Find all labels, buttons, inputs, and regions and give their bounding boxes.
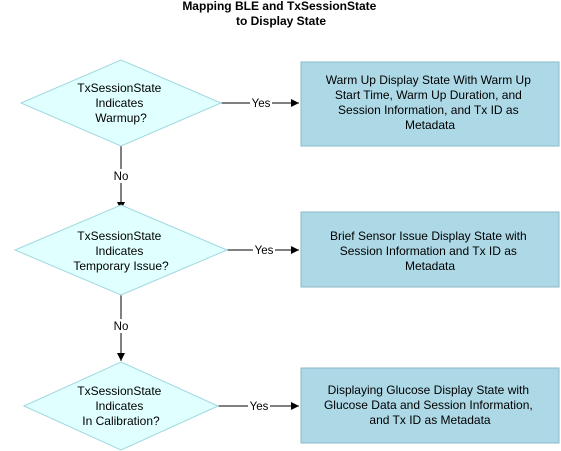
outcome-glucose-display-state: Displaying Glucose Display State with Gl… xyxy=(300,367,560,444)
decision-temporary-issue-shape xyxy=(13,204,229,296)
edge-label-temporary-issue-no: No xyxy=(114,321,129,333)
decision-temporary-issue: TxSessionState Indicates Temporary Issue… xyxy=(13,204,229,296)
edges: Yes No Yes No Yes xyxy=(112,96,299,413)
outcome-brief-sensor-issue-display-state: Brief Sensor Issue Display State with Se… xyxy=(300,211,560,288)
outcome-brief-sensor-issue-display-state-shape xyxy=(300,211,560,288)
outcome-glucose-display-state-label: Displaying Glucose Display State with Gl… xyxy=(324,383,536,427)
decision-warmup-shape xyxy=(19,59,223,147)
edge-label-in-calibration-yes: Yes xyxy=(250,401,269,413)
outcome-glucose-display-state-shape xyxy=(300,367,560,444)
outcome-warm-up-display-state: Warm Up Display State With Warm Up Start… xyxy=(300,61,560,147)
decision-warmup: TxSessionState Indicates Warmup? xyxy=(19,59,223,147)
title-line-2: to Display State xyxy=(236,14,326,28)
decision-warmup-label: TxSessionState Indicates Warmup? xyxy=(77,81,164,125)
edge-label-warmup-no: No xyxy=(114,171,129,183)
edge-label-warmup-yes: Yes xyxy=(252,98,271,110)
outcome-warm-up-display-state-shape xyxy=(300,61,560,147)
decision-in-calibration: TxSessionState Indicates In Calibration? xyxy=(22,361,220,451)
title-line-1: Mapping BLE and TxSessionState xyxy=(182,0,376,13)
decision-in-calibration-label: TxSessionState Indicates In Calibration? xyxy=(77,384,164,428)
decision-temporary-issue-label: TxSessionState Indicates Temporary Issue… xyxy=(73,229,169,273)
diagram-title: Mapping BLE and TxSessionState to Displa… xyxy=(182,0,379,28)
outcome-warm-up-display-state-label: Warm Up Display State With Warm Up Start… xyxy=(326,73,535,132)
decision-in-calibration-shape xyxy=(22,361,220,451)
edge-label-temporary-issue-yes: Yes xyxy=(255,245,274,257)
outcome-brief-sensor-issue-display-state-label: Brief Sensor Issue Display State with Se… xyxy=(330,229,530,273)
